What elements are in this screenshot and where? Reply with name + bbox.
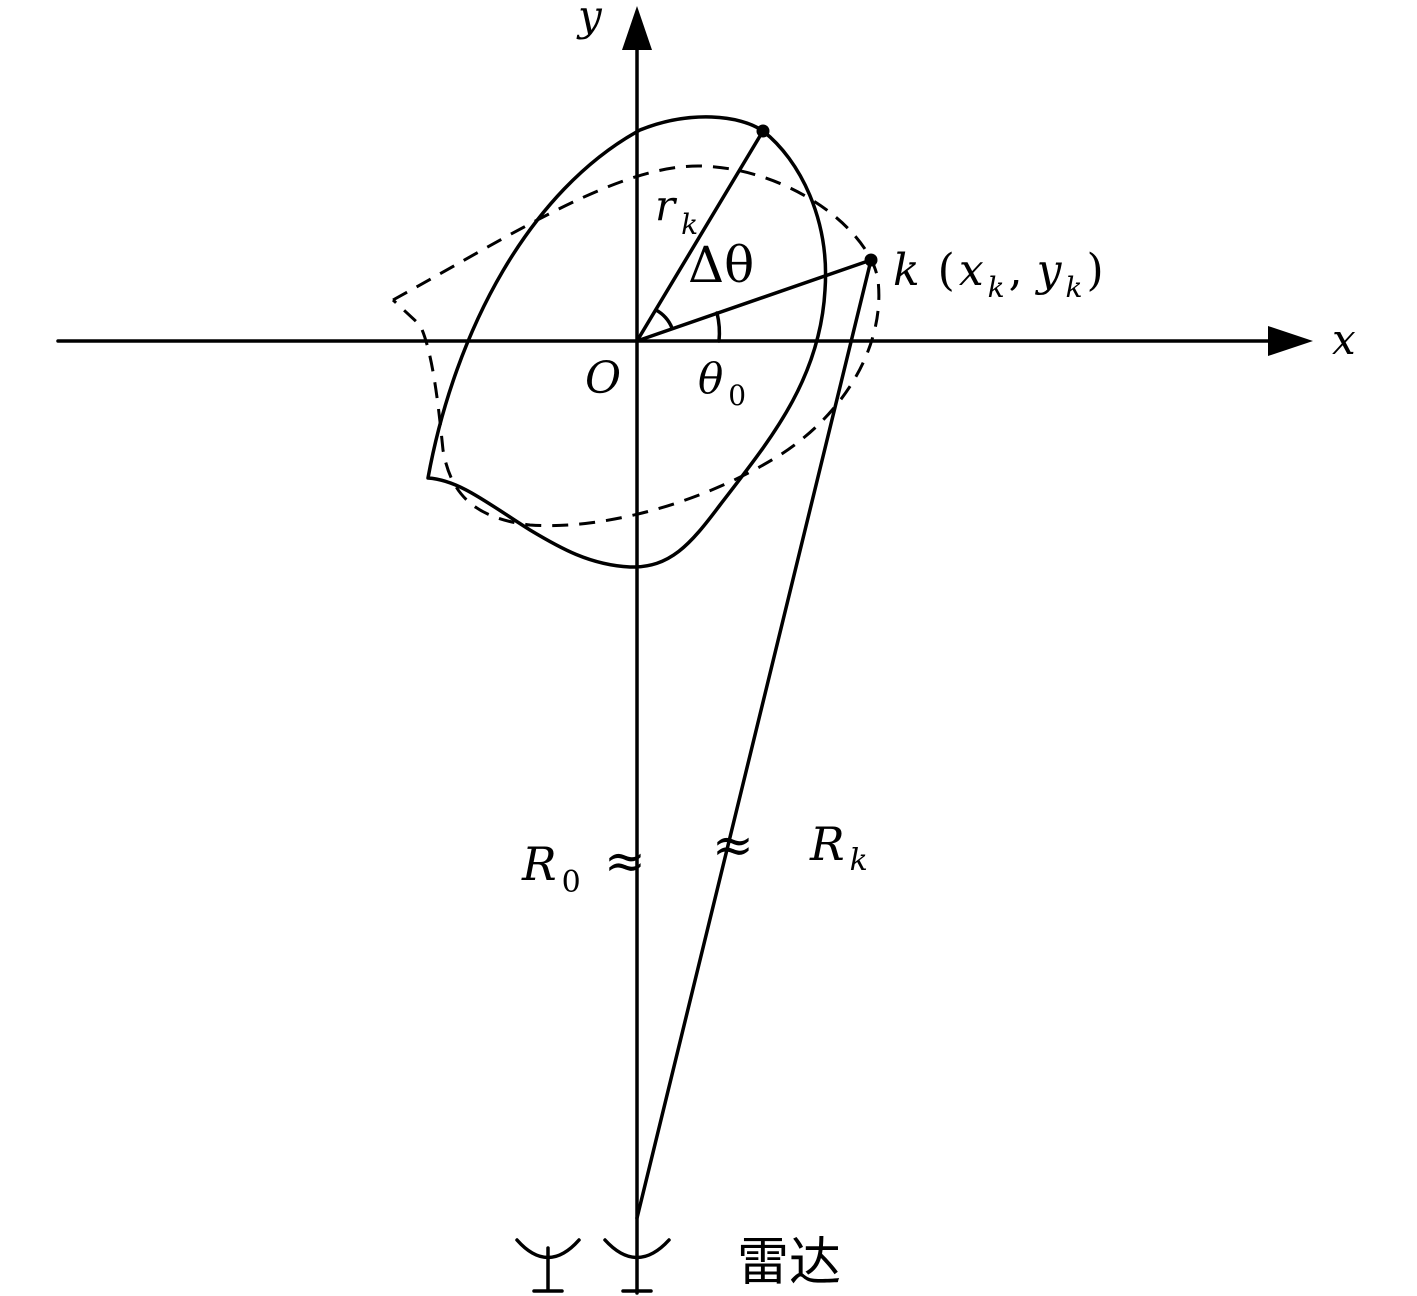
radar-label: 雷达 <box>737 1233 841 1293</box>
y-axis-label: y <box>576 0 603 40</box>
delta-theta-arc <box>654 308 674 330</box>
R-k-label: R k <box>809 817 868 878</box>
R-0-label: R 0 <box>521 837 581 900</box>
theta-0-label: θ 0 <box>698 354 746 412</box>
radar-to-point-k-line <box>635 258 873 1220</box>
x-axis-label: x <box>1332 315 1356 364</box>
approx-symbol-R0-axis: ≈ <box>604 832 646 890</box>
theta-0-arc <box>715 311 722 343</box>
solid-target-contour <box>426 115 828 569</box>
point-k-label: k ( x k , y k ) <box>893 245 1104 304</box>
radar-antenna-icon-left <box>515 1238 581 1293</box>
radar-antenna-icon-right <box>603 1238 671 1293</box>
delta-theta-label: Δθ <box>688 236 754 294</box>
radius-line-r-k <box>635 129 765 343</box>
y-axis-arrowhead <box>622 6 652 50</box>
contour-point-top <box>756 124 770 138</box>
approx-symbol-Rk-line: ≈ <box>712 816 754 874</box>
x-axis-arrowhead <box>1268 326 1313 356</box>
radius-line-to-point-k <box>635 258 873 343</box>
r-k-label: r k <box>655 181 698 241</box>
dashed-reference-contour <box>391 164 881 528</box>
origin-label: O <box>585 353 621 404</box>
